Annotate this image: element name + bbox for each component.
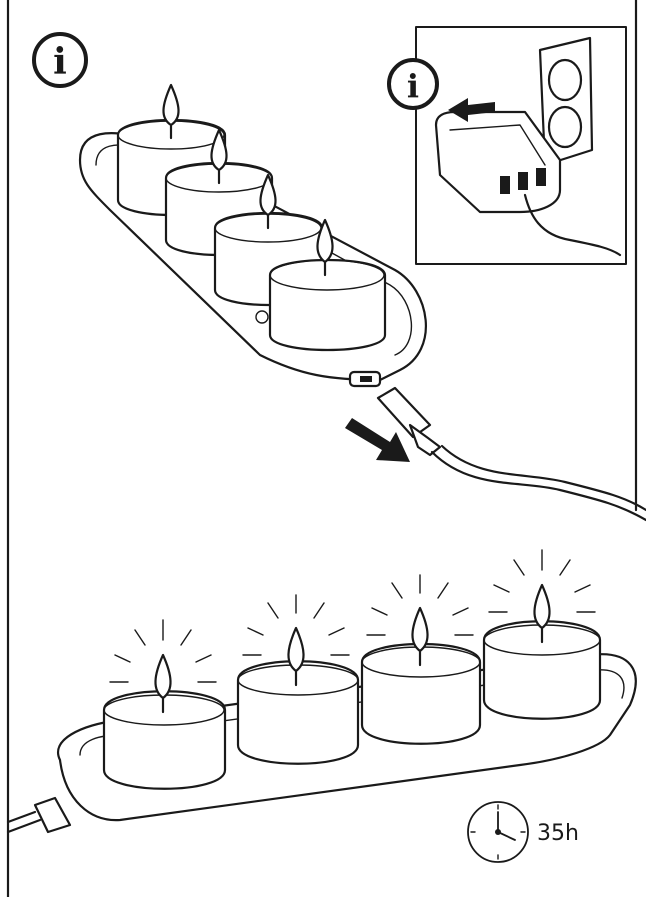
glowing-candle-1 — [104, 620, 225, 789]
inset-panel: i — [389, 27, 626, 264]
glowing-candle-4 — [484, 550, 600, 719]
info-icon: i — [389, 60, 437, 108]
arrow-icon — [345, 418, 410, 462]
glowing-candle-3 — [362, 575, 480, 744]
info-symbol-text: i — [407, 67, 419, 105]
info-icon: i — [34, 34, 86, 86]
usb-cable-top — [378, 388, 646, 520]
info-symbol-text: i — [53, 41, 67, 83]
clock-icon — [468, 802, 528, 862]
charge-duration-label: 35h — [537, 821, 579, 846]
glowing-candle-2 — [238, 595, 358, 764]
